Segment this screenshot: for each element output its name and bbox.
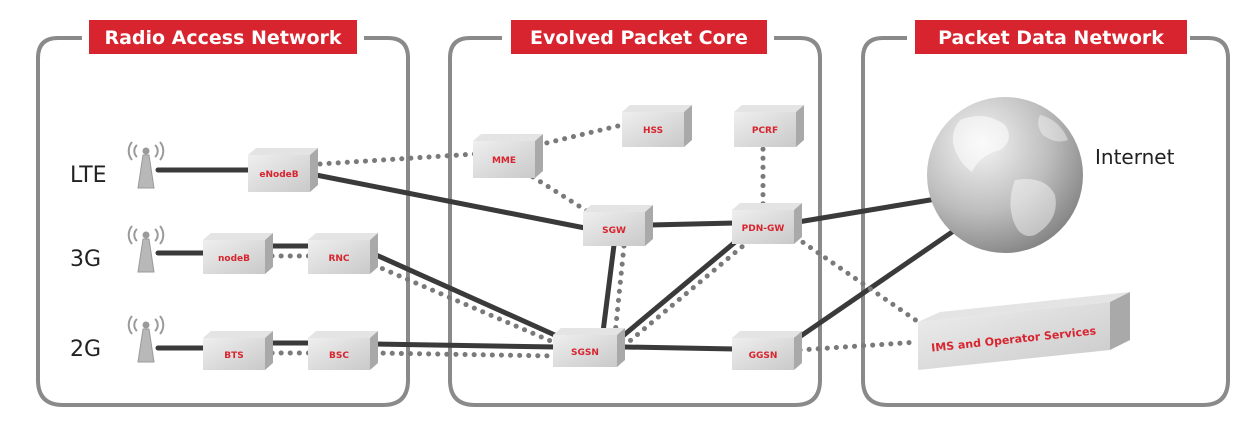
pdn-title: Packet Data Network xyxy=(938,27,1164,49)
node-ggsn: GGSN xyxy=(732,331,802,370)
node-nodeb: nodeB xyxy=(203,233,273,274)
node-ims: IMS and Operator Services xyxy=(918,292,1130,370)
sgw-label: SGW xyxy=(602,226,626,236)
globe-icon xyxy=(927,97,1083,253)
2g-label: 2G xyxy=(70,337,101,362)
epc-title-badge xyxy=(511,20,767,54)
epc-frame xyxy=(448,36,822,407)
dot-ggsn-ims xyxy=(797,339,921,353)
epc-title: Evolved Packet Core xyxy=(530,27,748,49)
ran-title: Radio Access Network xyxy=(104,27,341,49)
link-pdngw-internet xyxy=(795,195,945,225)
dot-mme-hss xyxy=(535,122,625,148)
bsc-label: BSC xyxy=(329,351,349,361)
dot-sgw-sgsn xyxy=(612,243,627,338)
link-sgw-pdngw xyxy=(647,220,738,228)
nodeb-label: nodeB xyxy=(218,254,250,264)
node-bts: BTS xyxy=(203,331,273,370)
link-bsc-sgsn xyxy=(371,341,559,350)
rnc-label: RNC xyxy=(328,254,349,264)
lte-label: LTE xyxy=(70,163,107,188)
3g-antenna-icon xyxy=(127,225,165,273)
pdngw-label: PDN-GW xyxy=(742,224,785,234)
sgsn-label: SGSN xyxy=(571,348,599,358)
node-sgsn: SGSN xyxy=(553,328,625,367)
solid-links xyxy=(155,167,958,352)
lte-antenna-icon xyxy=(127,141,165,189)
dot-pdngw-sgsn xyxy=(622,232,759,348)
node-enodeb: eNodeB xyxy=(248,148,318,192)
dot-bsc-sgsn xyxy=(371,350,559,359)
3g-label: 3G xyxy=(70,247,101,272)
node-pcrf: PCRF xyxy=(734,105,804,147)
internet-label: Internet xyxy=(1095,145,1175,169)
link-sgw-sgsn xyxy=(600,242,617,335)
dot-rnc-sgsn xyxy=(371,262,563,348)
dot-enodeb-mme xyxy=(317,151,478,167)
mme-label: MME xyxy=(492,156,516,166)
link-enodeb-sgw xyxy=(313,172,588,231)
node-bsc: BSC xyxy=(308,331,378,370)
ran-frame xyxy=(36,36,410,407)
pcrf-label: PCRF xyxy=(752,126,778,136)
node-rnc: RNC xyxy=(308,233,378,274)
bts-label: BTS xyxy=(224,351,243,361)
ggsn-label: GGSN xyxy=(749,351,778,361)
node-hss: HSS xyxy=(622,105,692,147)
node-mme: MME xyxy=(473,134,543,178)
ran-title-badge xyxy=(89,20,357,54)
enodeb-label: eNodeB xyxy=(259,170,298,180)
link-sgsn-pdngw xyxy=(615,230,749,343)
dot-pdngw-ims xyxy=(785,229,933,333)
pdn-title-badge xyxy=(915,20,1187,54)
node-sgw: SGW xyxy=(583,205,653,246)
link-ggsn-internet xyxy=(792,227,958,343)
node-pdngw: PDN-GW xyxy=(732,203,802,244)
link-rnc-sgsn xyxy=(371,251,560,339)
2g-antenna-icon xyxy=(127,315,165,363)
hss-label: HSS xyxy=(643,126,663,136)
link-sgsn-ggsn xyxy=(622,344,738,352)
pdn-frame xyxy=(861,36,1230,407)
